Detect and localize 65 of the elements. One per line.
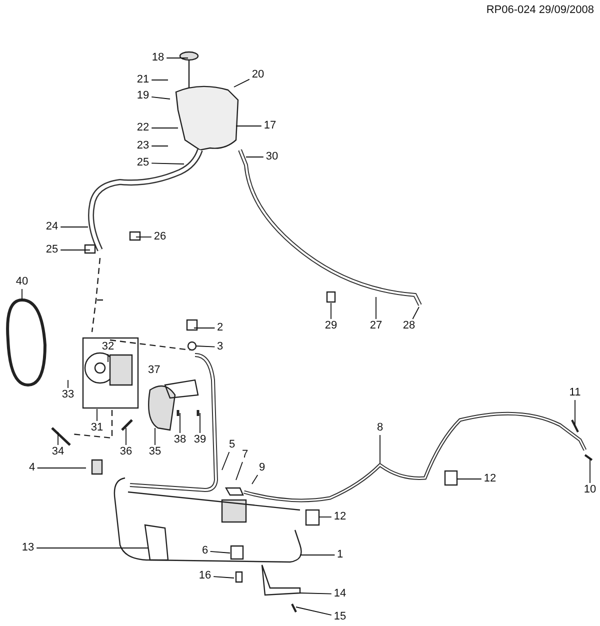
callout-number: 1 <box>336 548 344 562</box>
callout-number: 21 <box>136 74 150 86</box>
callout-number: 3 <box>216 340 224 354</box>
callout-number: 30 <box>264 150 280 164</box>
callout-number: 29 <box>324 320 338 332</box>
leader-line <box>234 78 250 88</box>
callout-number: 8 <box>376 422 384 434</box>
callout-number: 13 <box>20 542 36 554</box>
callout-number: 18 <box>150 52 166 64</box>
leader-line <box>456 478 482 480</box>
leader-line <box>210 550 230 554</box>
leader-line <box>151 162 184 164</box>
leader-line <box>154 428 156 446</box>
leader-line <box>318 516 332 518</box>
callout-number: 28 <box>402 320 416 332</box>
callout-number: 39 <box>192 434 208 446</box>
callout-number: 11 <box>568 386 582 400</box>
callout-number: 38 <box>172 434 188 446</box>
leader-line <box>296 606 332 616</box>
callout-number: 10 <box>582 484 598 496</box>
callout-number: 33 <box>60 388 76 402</box>
leader-line <box>300 554 336 556</box>
leader-line <box>136 236 152 238</box>
callout-number: 26 <box>152 230 168 244</box>
callout-number: 22 <box>136 122 150 134</box>
callout-number: 9 <box>258 462 266 474</box>
leader-line <box>412 306 420 320</box>
callout-number: 17 <box>262 120 278 132</box>
callout-number: 35 <box>148 446 162 458</box>
callout-number: 34 <box>50 446 66 458</box>
callout-number: 25 <box>44 244 60 256</box>
callout-number: 12 <box>482 472 498 486</box>
callout-number: 12 <box>332 510 348 524</box>
leader-line <box>96 408 98 422</box>
callout-number: 32 <box>100 340 116 354</box>
leader-line <box>236 462 243 480</box>
callout-number: 31 <box>90 422 104 434</box>
leader-line <box>252 474 258 484</box>
callout-number: 20 <box>250 68 266 82</box>
leader-line <box>300 592 332 594</box>
callout-number: 23 <box>136 140 150 152</box>
callout-number: 40 <box>14 276 30 288</box>
callout-number: 14 <box>332 588 348 600</box>
callout-number: 37 <box>148 364 160 376</box>
callout-number: 7 <box>240 448 250 462</box>
leader-line <box>196 346 216 348</box>
callout-number: 4 <box>28 462 36 474</box>
leader-line <box>60 226 88 228</box>
callout-number: 24 <box>44 220 60 234</box>
callout-number: 5 <box>228 438 236 452</box>
leader-line <box>574 400 576 426</box>
callout-number: 36 <box>118 446 134 458</box>
callout-number: 16 <box>198 570 212 582</box>
leader-line <box>213 576 234 578</box>
callout-number: 25 <box>136 156 150 170</box>
callout-number: 2 <box>216 322 224 334</box>
leader-line <box>151 96 170 100</box>
drawing-reference: RP06-024 29/09/2008 <box>486 4 594 16</box>
leader-line <box>222 452 230 470</box>
leader-line <box>246 156 264 158</box>
callout-number: 15 <box>332 610 348 624</box>
callout-number: 19 <box>136 90 150 102</box>
callout-number: 6 <box>200 544 210 558</box>
callout-number: 27 <box>368 320 384 332</box>
leader-line <box>330 302 332 320</box>
